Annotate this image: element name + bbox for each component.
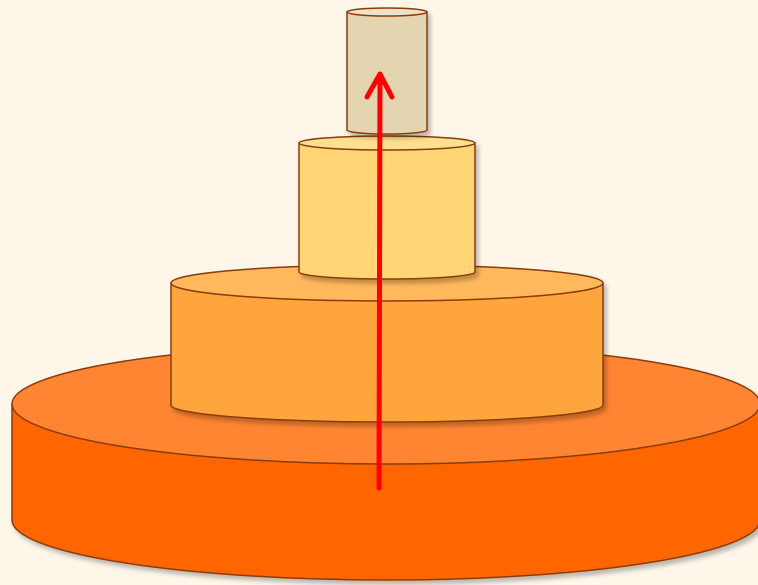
cylinder-tier-2 <box>170 264 604 423</box>
cylinder-tier-3-top <box>298 135 476 151</box>
cylinder-tier-3 <box>298 135 476 280</box>
cylinder-tier-3-side <box>298 142 476 280</box>
cylinder-tier-2-side <box>170 282 604 423</box>
up-arrow-head <box>364 71 395 100</box>
cylinder-tier-4-side <box>346 11 428 135</box>
cylinder-tier-4 <box>346 7 428 135</box>
up-arrow-shaft <box>376 73 383 491</box>
cylinder-tier-4-top <box>346 7 428 17</box>
up-arrow-icon <box>364 71 395 491</box>
